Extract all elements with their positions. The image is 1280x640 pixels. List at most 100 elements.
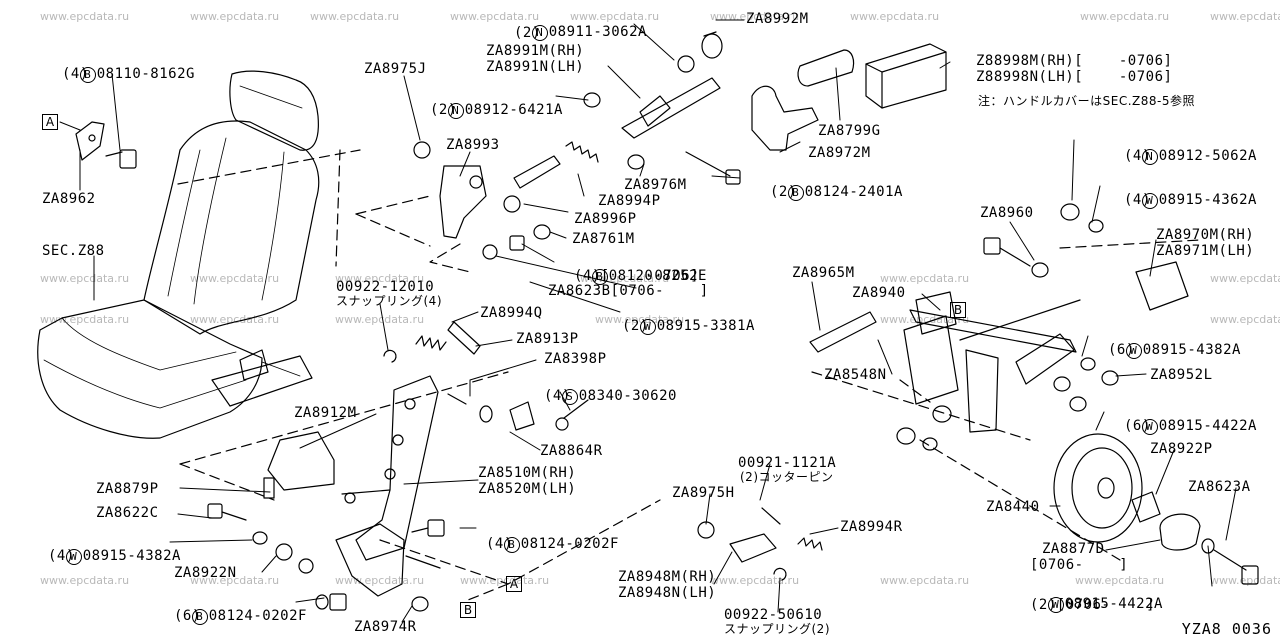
watermark: www.epcdata.ru: [1080, 10, 1170, 23]
label-za8971m-lh: ZA8971M(LH): [1156, 243, 1255, 259]
label-snap-ring-part: 00922-12010: [336, 279, 435, 295]
label-za8548n: ZA8548N: [824, 367, 887, 383]
label-za8879p: ZA8879P: [96, 481, 159, 497]
label-za8962: ZA8962: [42, 191, 96, 207]
label-za8761m: ZA8761M: [572, 231, 635, 247]
qty-08912-6421a: (2): [430, 102, 457, 118]
ref-box-b-bottom: B: [460, 602, 476, 618]
ref-box-a-bottom: A: [506, 576, 522, 592]
label-z88998n-lh: Z88998N(LH)[ -0706]: [976, 69, 1173, 85]
watermark: www.epcdata.ru: [710, 574, 800, 587]
label-snap-ring-text: スナップリング(4): [336, 294, 442, 308]
label-snap-ring2-part: 00922-50610: [724, 607, 823, 623]
qty-08915-4382a-right: (6): [1108, 342, 1135, 358]
watermark: www.epcdata.ru: [335, 272, 425, 285]
qty-08124-0202f-mid: (4): [486, 536, 513, 552]
label-za8922n: ZA8922N: [174, 565, 237, 581]
label-za8440: ZA8440: [986, 499, 1040, 515]
label-za8922p: ZA8922P: [1150, 441, 1213, 457]
label-cotter-part: 00921-1121A: [738, 455, 837, 471]
label-za8877d: ZA8877D: [1042, 541, 1105, 557]
watermark: www.epcdata.ru: [880, 272, 970, 285]
label-sec-z88: SEC.Z88: [42, 243, 105, 259]
watermark: www.epcdata.ru: [1210, 313, 1280, 326]
label-za8993: ZA8993: [446, 137, 500, 153]
qty-08915-4422a-bottom: (2)[0706- ]: [1030, 597, 1156, 613]
watermark: www.epcdata.ru: [190, 272, 280, 285]
qty-08110-8162g: (4): [62, 66, 89, 82]
label-za8970m-rh: ZA8970M(RH): [1156, 227, 1255, 243]
label-za8948m-rh: ZA8948M(RH): [618, 569, 717, 585]
watermark: www.epcdata.ru: [450, 10, 540, 23]
label-za8623a: ZA8623A: [1188, 479, 1251, 495]
label-za8940: ZA8940: [852, 285, 906, 301]
label-z88998m-rh: Z88998M(RH)[ -0706]: [976, 53, 1173, 69]
label-za8991m-rh: ZA8991M(RH): [486, 43, 585, 59]
watermark: www.epcdata.ru: [1210, 574, 1280, 587]
label-za8972m: ZA8972M: [808, 145, 871, 161]
watermark: www.epcdata.ru: [40, 313, 130, 326]
label-za8996p: ZA8996P: [574, 211, 637, 227]
label-za8623b: ZA8623B[0706- ]: [548, 283, 709, 299]
reference-frame-dash: [177, 149, 1201, 601]
diagram-code: YZA8 0036: [1181, 620, 1272, 638]
watermark: www.epcdata.ru: [460, 574, 550, 587]
label-za8877d-range: [0706- ]: [1030, 557, 1129, 573]
watermark: www.epcdata.ru: [310, 10, 400, 23]
qty-08120-8252e: (4)[ -0706]: [574, 268, 700, 284]
watermark: www.epcdata.ru: [880, 574, 970, 587]
label-za8975j: ZA8975J: [364, 61, 427, 77]
label-za8622c: ZA8622C: [96, 505, 159, 521]
label-za8520m-lh: ZA8520M(LH): [478, 481, 577, 497]
watermark: www.epcdata.ru: [40, 10, 130, 23]
label-za8952l: ZA8952L: [1150, 367, 1213, 383]
watermark: www.epcdata.ru: [570, 10, 660, 23]
label-cotter-text: (2)コッターピン: [740, 470, 834, 484]
watermark: www.epcdata.ru: [1210, 272, 1280, 285]
qty-08340-30620: (4): [544, 388, 571, 404]
watermark: www.epcdata.ru: [190, 10, 280, 23]
qty-08915-4362a: (4): [1124, 192, 1151, 208]
label-za8960: ZA8960: [980, 205, 1034, 221]
label-za8994q: ZA8994Q: [480, 305, 543, 321]
label-za8799g: ZA8799G: [818, 123, 881, 139]
label-za8991n-lh: ZA8991N(LH): [486, 59, 585, 75]
hardware-parts: [75, 31, 1259, 612]
label-za8965m: ZA8965M: [792, 265, 855, 281]
ref-box-a: A: [42, 114, 58, 130]
qty-08124-2401a: (2): [770, 184, 797, 200]
watermark: www.epcdata.ru: [1075, 574, 1165, 587]
watermark: www.epcdata.ru: [1210, 10, 1280, 23]
qty-08915-4382a-left: (4): [48, 548, 75, 564]
label-snap-ring2-text: スナップリング(2): [724, 622, 830, 636]
label-za8974r: ZA8974R: [354, 619, 417, 635]
label-za8510m-rh: ZA8510M(RH): [478, 465, 577, 481]
label-za8913p: ZA8913P: [516, 331, 579, 347]
watermark: www.epcdata.ru: [190, 574, 280, 587]
label-za8975h: ZA8975H: [672, 485, 735, 501]
ref-box-b-right: B: [950, 302, 966, 318]
label-za8976m: ZA8976M: [624, 177, 687, 193]
qty-08915-4422a-right: (6): [1124, 418, 1151, 434]
handle-cover-note: 注：ハンドルカバーはSEC.Z88-5参照: [978, 94, 1195, 108]
watermark: www.epcdata.ru: [595, 313, 685, 326]
qty-08915-3381a: (2): [622, 318, 649, 334]
watermark: www.epcdata.ru: [335, 313, 425, 326]
qty-08911-3062a: (2): [514, 25, 541, 41]
label-za8398p: ZA8398P: [544, 351, 607, 367]
label-za8864r: ZA8864R: [540, 443, 603, 459]
